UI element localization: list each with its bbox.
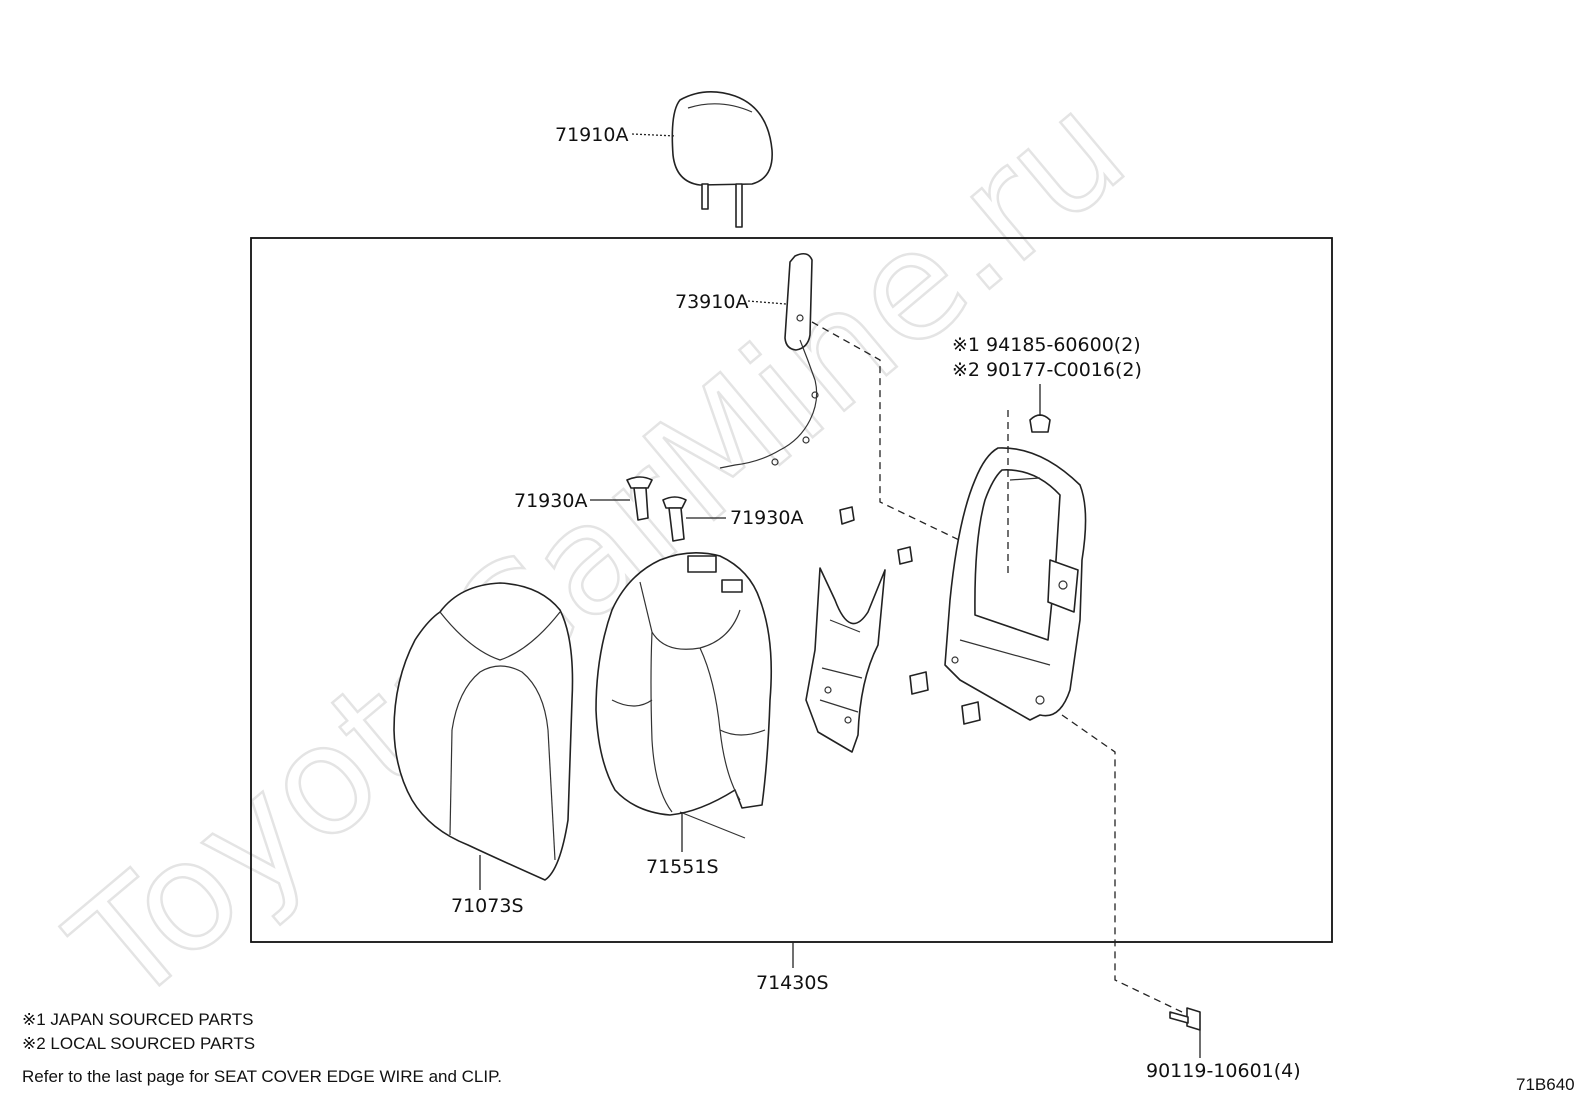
label-71930A-right[interactable]: 71930A bbox=[730, 507, 803, 529]
label-73910A[interactable]: 73910A bbox=[675, 291, 748, 313]
label-71073S[interactable]: 71073S bbox=[451, 895, 524, 917]
label-71551S[interactable]: 71551S bbox=[646, 856, 719, 878]
heater-element-drawing[interactable] bbox=[719, 252, 819, 469]
headrest-support-right-drawing[interactable] bbox=[662, 496, 687, 542]
label-nut-japan[interactable]: ※1 94185-60600(2) bbox=[952, 334, 1141, 356]
clip-upper-left[interactable] bbox=[839, 506, 855, 525]
headrest-drawing[interactable] bbox=[671, 91, 773, 228]
note-japan-sourced: ※1 JAPAN SOURCED PARTS bbox=[22, 1010, 254, 1029]
label-71430S[interactable]: 71430S bbox=[756, 972, 829, 994]
note-refer-last-page: Refer to the last page for SEAT COVER ED… bbox=[22, 1067, 502, 1086]
nut-drawing[interactable] bbox=[1029, 414, 1051, 433]
label-71910A[interactable]: 71910A bbox=[555, 124, 628, 146]
label-71930A-left[interactable]: 71930A bbox=[514, 490, 587, 512]
seat-back-cover-drawing[interactable] bbox=[393, 582, 574, 881]
label-nut-local[interactable]: ※2 90177-C0016(2) bbox=[952, 359, 1142, 381]
diagram-id: 71B640 bbox=[1516, 1075, 1575, 1094]
assembly-frame-box bbox=[250, 237, 1333, 943]
label-bolt[interactable]: 90119-10601(4) bbox=[1146, 1060, 1301, 1082]
bolt-drawing[interactable] bbox=[1169, 1007, 1201, 1031]
clip-lower-left[interactable] bbox=[909, 671, 929, 695]
clip-upper-right[interactable] bbox=[897, 546, 913, 565]
headrest-support-left-drawing[interactable] bbox=[626, 476, 653, 521]
lumbar-support-plate-drawing[interactable] bbox=[805, 567, 886, 753]
seat-back-pad-drawing[interactable] bbox=[595, 552, 773, 839]
clip-lower-right[interactable] bbox=[961, 701, 981, 725]
seat-back-frame-drawing[interactable] bbox=[944, 447, 1087, 721]
note-local-sourced: ※2 LOCAL SOURCED PARTS bbox=[22, 1034, 255, 1053]
